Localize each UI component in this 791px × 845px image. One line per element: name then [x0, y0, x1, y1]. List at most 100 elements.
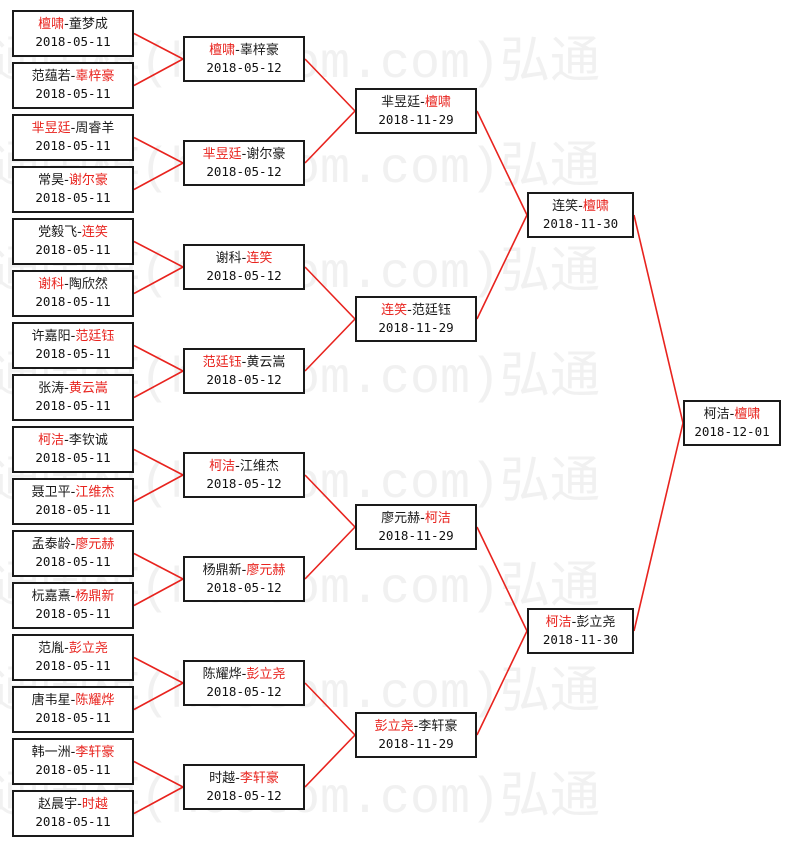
- loser-name: 陶欣然: [68, 277, 108, 292]
- connector-line: [133, 344, 184, 372]
- loser-name: 许嘉阳: [31, 329, 71, 344]
- vs-dash: -: [64, 433, 69, 448]
- winner-name: 连笑: [381, 303, 408, 318]
- match-date: 2018-05-11: [35, 294, 111, 309]
- connector-line: [133, 786, 184, 815]
- vs-dash: -: [77, 225, 82, 240]
- match-players: 范廷钰-黄云嵩: [185, 354, 303, 371]
- winner-name: 范廷钰: [75, 329, 115, 344]
- vs-dash: -: [241, 355, 247, 370]
- match-date: 2018-05-11: [35, 138, 111, 153]
- connector-line: [304, 110, 356, 164]
- connector-line: [133, 474, 184, 503]
- match-players: 谢科-连笑: [185, 250, 303, 267]
- winner-name: 柯洁: [209, 459, 236, 474]
- vs-dash: -: [70, 693, 76, 708]
- loser-name: 范蕴若: [31, 69, 71, 84]
- match-date: 2018-05-11: [35, 762, 111, 777]
- loser-name: 李轩豪: [418, 719, 458, 734]
- vs-dash: -: [571, 615, 577, 630]
- loser-name: 谢科: [215, 251, 242, 266]
- connector-line: [304, 734, 356, 788]
- vs-dash: -: [420, 95, 425, 110]
- loser-name: 范胤: [38, 641, 65, 656]
- match-players: 常昊-谢尔豪: [14, 172, 132, 189]
- winner-name: 陈耀烨: [75, 693, 115, 708]
- vs-dash: -: [241, 251, 247, 266]
- vs-dash: -: [70, 537, 76, 552]
- match-players: 彭立尧-李轩豪: [357, 718, 475, 735]
- match-date: 2018-05-11: [35, 658, 111, 673]
- winner-name: 连笑: [81, 225, 108, 240]
- match-date: 2018-05-12: [206, 372, 282, 387]
- loser-name: 唐韦星: [31, 693, 71, 708]
- match-players: 聂卫平-江维杰: [14, 484, 132, 501]
- match-date: 2018-05-12: [206, 164, 282, 179]
- match-players: 檀啸-辜梓豪: [185, 42, 303, 59]
- match-date: 2018-05-11: [35, 450, 111, 465]
- vs-dash: -: [578, 199, 583, 214]
- vs-dash: -: [64, 641, 69, 656]
- loser-name: 周睿羊: [75, 121, 115, 136]
- match-date: 2018-05-11: [35, 554, 111, 569]
- loser-name: 常昊: [38, 173, 65, 188]
- match-date: 2018-11-30: [542, 632, 619, 647]
- connector-line: [133, 58, 184, 87]
- connector-line: [633, 422, 684, 632]
- connector-line: [304, 474, 356, 528]
- match-players: 赵晨宇-时越: [14, 796, 132, 813]
- winner-name: 谢科: [38, 277, 65, 292]
- match-date: 2018-05-11: [35, 502, 111, 517]
- match-players: 柯洁-檀啸: [685, 406, 779, 423]
- match-players: 芈昱廷-周睿羊: [14, 120, 132, 137]
- match-date: 2018-05-11: [35, 34, 111, 49]
- match-date: 2018-05-12: [206, 580, 282, 595]
- loser-name: 谢尔豪: [246, 147, 286, 162]
- connector-line: [304, 526, 356, 580]
- match-date: 2018-05-11: [35, 398, 111, 413]
- match-date: 2018-05-11: [35, 814, 111, 829]
- winner-name: 廖元赫: [246, 563, 286, 578]
- loser-name: 杬嘉熹: [31, 589, 71, 604]
- winner-name: 芈昱廷: [31, 121, 71, 136]
- match-date: 2018-05-12: [206, 268, 282, 283]
- vs-dash: -: [70, 745, 76, 760]
- match-players: 柯洁-彭立尧: [529, 614, 632, 631]
- match-players: 孟泰龄-廖元赫: [14, 536, 132, 553]
- match-players: 唐韦星-陈耀烨: [14, 692, 132, 709]
- connector-line: [476, 214, 528, 320]
- connector-line: [133, 162, 184, 191]
- loser-name: 廖元赫: [381, 511, 421, 526]
- winner-name: 檀啸: [734, 407, 761, 422]
- connector-line: [476, 630, 528, 736]
- connector-line: [133, 656, 184, 684]
- loser-name: 范廷钰: [411, 303, 451, 318]
- match-players: 时越-李轩豪: [185, 770, 303, 787]
- match-players: 张涛-黄云嵩: [14, 380, 132, 397]
- winner-name: 柯洁: [38, 433, 65, 448]
- match-date: 2018-05-12: [206, 788, 282, 803]
- loser-name: 江维杰: [239, 459, 279, 474]
- match-players: 檀啸-童梦成: [14, 16, 132, 33]
- match-players: 连笑-范廷钰: [357, 302, 475, 319]
- match-date: 2018-05-12: [206, 476, 282, 491]
- match-date: 2018-12-01: [694, 424, 770, 439]
- loser-name: 聂卫平: [31, 485, 71, 500]
- match-players: 范胤-彭立尧: [14, 640, 132, 657]
- connector-line: [133, 32, 184, 60]
- match-players: 柯洁-江维杰: [185, 458, 303, 475]
- loser-name: 柯洁: [703, 407, 730, 422]
- connector-line: [133, 266, 184, 295]
